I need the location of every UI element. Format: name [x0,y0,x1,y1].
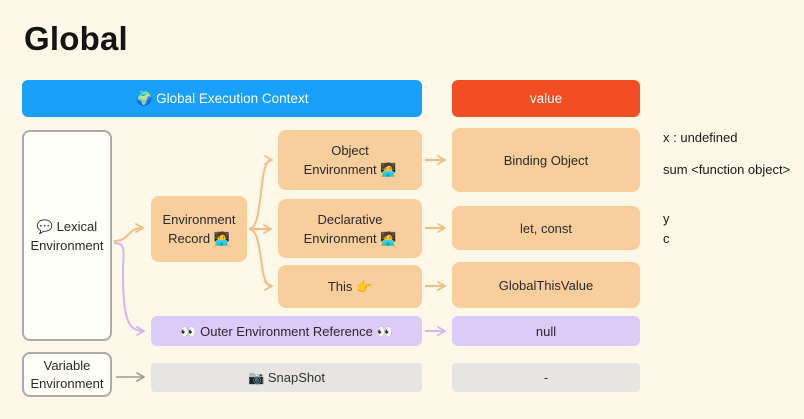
variable-environment-node: Variable Environment [22,352,112,397]
arrow-lexical-to-environment-record [113,223,144,242]
snapshot-label: 📷 SnapShot [248,370,325,385]
arrow-lexical-to-outer-reference [113,242,145,336]
value-header: value [452,80,640,117]
arrow-record-to-object-environment [248,155,273,230]
let-const-label: let, const [519,220,573,236]
global-execution-context-banner: 🌍 Global Execution Context [22,80,422,117]
let-const-node: let, const [452,206,640,250]
annotation-sum-function-object: sum <function object> [663,162,791,177]
annotation-y: y [663,211,670,226]
global-execution-context-label: 🌍 Global Execution Context [135,91,309,106]
object-environment-label-line1: Object [331,143,369,158]
globalthisvalue-node: GlobalThisValue [452,262,640,308]
object-environment-label-line2: Environment 🧑‍💻 [303,162,397,177]
annotation-x-undefined: x : undefined [663,130,738,145]
lexical-environment-label-line2: Environment [30,237,104,253]
snapshot-value-node: - [452,363,640,392]
annotation-c: c [663,231,670,246]
lexical-environment-node: 💬 Lexical Environment [22,130,112,341]
environment-record-node: Environment Record 🧑‍💻 [151,196,247,262]
outer-environment-reference-label: 👀 Outer Environment Reference 👀 [180,323,393,339]
declarative-environment-label-line1: Declarative [317,211,383,227]
environment-record-label-line2: Record 🧑‍💻 [168,231,230,246]
snapshot-node: 📷 SnapShot [151,363,422,392]
declarative-environment-label-line2: Environment 🧑‍💻 [303,230,397,246]
this-binding-node: This 👉 [278,265,422,308]
globalthisvalue-label: GlobalThisValue [498,277,594,293]
binding-object-label: Binding Object [503,152,589,168]
value-header-label: value [529,91,563,106]
outer-environment-reference-node: 👀 Outer Environment Reference 👀 [151,316,422,346]
object-environment-node: Object Environment 🧑‍💻 [278,130,422,190]
null-node: null [452,316,640,346]
null-label: null [535,323,557,339]
declarative-environment-node: Declarative Environment 🧑‍💻 [278,199,422,258]
environment-record-label-line1: Environment [162,212,236,227]
variable-environment-label-line2: Environment [30,375,104,391]
arrow-record-to-this [248,228,273,291]
snapshot-value-label: - [543,370,549,385]
binding-object-node: Binding Object [452,128,640,192]
variable-environment-label-line1: Variable [43,357,91,373]
page-title: Global [24,20,128,57]
this-binding-label: This 👉 [327,279,373,294]
lexical-environment-label-line1: 💬 Lexical [36,218,98,234]
